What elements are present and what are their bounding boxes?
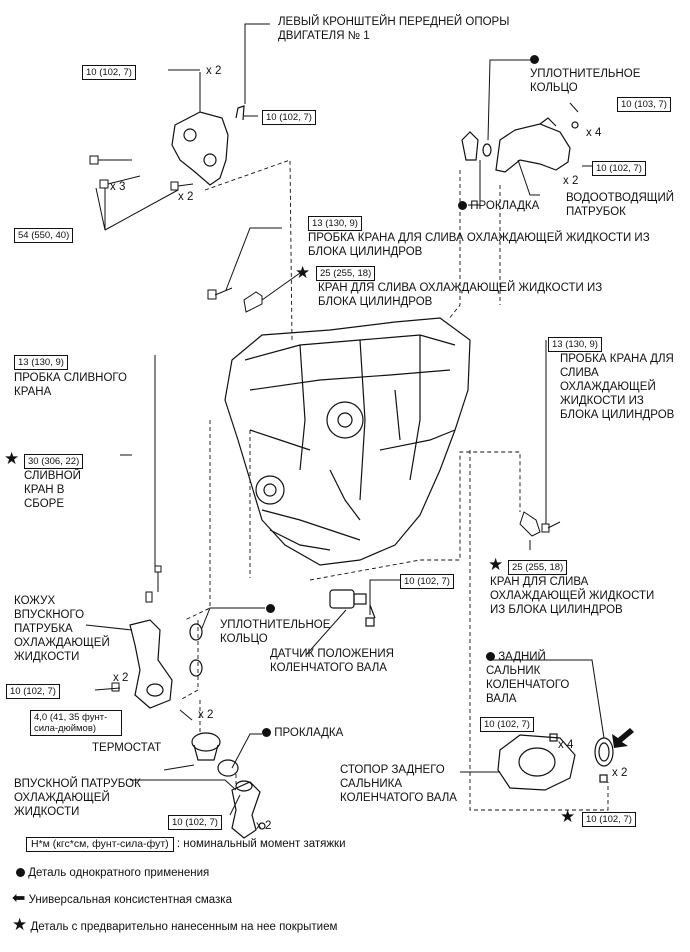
label-water-outlet: ВОДООТВОДЯЩИЙ ПАТРУБОК bbox=[566, 192, 675, 218]
mount-bracket-drawing bbox=[171, 105, 245, 186]
label-oring-top: УПЛОТНИТЕЛЬНОЕ КОЛЬЦО bbox=[530, 53, 650, 95]
label-gasket-top: ПРОКЛАДКА bbox=[458, 199, 539, 213]
precoated-star-icon: ★ bbox=[12, 915, 28, 934]
torque-retainer-2: 10 (102, 7) bbox=[582, 812, 636, 827]
inlet-housing-drawing bbox=[129, 619, 203, 709]
non-reusable-dot-icon bbox=[458, 201, 467, 211]
torque-plug-top: 13 (130, 9) bbox=[308, 216, 362, 231]
label-drain-cock-top: КРАН ДЛЯ СЛИВА ОХЛАЖДАЮЩЕЙ ЖИДКОСТИ ИЗ Б… bbox=[318, 282, 603, 308]
label-thermostat: ТЕРМОСТАТ bbox=[92, 742, 162, 754]
legend-torque-key: Н*м (кгс*см, фунт-сила-фут) bbox=[26, 837, 174, 852]
label-rear-seal: ЗАДНИЙ САЛЬНИК КОЛЕНЧАТОГО ВАЛА bbox=[486, 651, 570, 705]
engine-block bbox=[224, 317, 471, 566]
mult-outlet-x2: x 2 bbox=[563, 175, 579, 187]
label-drain-cock-assy: СЛИВНОЙ КРАН В СБОРЕ bbox=[24, 470, 81, 510]
water-outlet-drawing bbox=[461, 117, 579, 173]
torque-retainer: 10 (102, 7) bbox=[480, 717, 534, 732]
mult-retainer-x2: x 2 bbox=[612, 767, 628, 779]
torque-cock-right: 25 (255, 18) bbox=[508, 560, 568, 575]
precoated-star-top: ★ bbox=[295, 263, 311, 282]
mult-retainer-x4: x 4 bbox=[558, 739, 574, 751]
label-drain-cock-right: КРАН ДЛЯ СЛИВА ОХЛАЖДАЮЩЕЙ ЖИДКОСТИ ИЗ Б… bbox=[490, 576, 655, 616]
mult-outlet-x4: x 4 bbox=[586, 127, 602, 139]
torque-bracket-2: 10 (102, 7) bbox=[262, 110, 316, 125]
legend-non-reusable: Деталь однократного применения bbox=[16, 866, 209, 880]
torque-outlet-103: 10 (103, 7) bbox=[617, 97, 671, 112]
non-reusable-dot-icon bbox=[266, 604, 275, 614]
label-inlet: ВПУСКНОЙ ПАТРУБОК ОХЛАЖДАЮЩЕЙ ЖИДКОСТИ bbox=[14, 778, 141, 818]
label-drain-plug-top: ПРОБКА КРАНА ДЛЯ СЛИВА ОХЛАЖДАЮЩЕЙ ЖИДКО… bbox=[308, 232, 650, 258]
torque-cock-assy: 30 (306, 22) bbox=[24, 454, 84, 469]
grease-arrow-icon bbox=[612, 728, 634, 748]
non-reusable-dot-icon bbox=[486, 652, 495, 662]
mult-inlet-x2: x 2 bbox=[256, 820, 272, 832]
legend-torque: Н*м (кгс*см, фунт-сила-фут) : номинальны… bbox=[26, 837, 346, 852]
mult-bracket-x2: x 2 bbox=[178, 191, 194, 203]
torque-plug-left: 13 (130, 9) bbox=[14, 355, 68, 370]
label-drain-plug-right: ПРОБКА КРАНА ДЛЯ СЛИВА ОХЛАЖДАЮЩЕЙ ЖИДКО… bbox=[560, 353, 675, 421]
mult-bracket-x3: x 3 bbox=[110, 181, 126, 193]
oring-mid-dot bbox=[266, 602, 275, 616]
label-crank-sensor: ДАТЧИК ПОЛОЖЕНИЯ КОЛЕНЧАТОГО ВАЛА bbox=[270, 648, 394, 674]
torque-cock-top: 25 (255, 18) bbox=[316, 266, 376, 281]
torque-plug-right: 13 (130, 9) bbox=[548, 337, 602, 352]
precoated-star-retainer: ★ bbox=[560, 807, 576, 826]
inlet-drawing bbox=[231, 780, 266, 839]
torque-housing: 10 (102, 7) bbox=[6, 684, 60, 699]
torque-stud: 4,0 (41, 35 фунт-сила-дюймов) bbox=[30, 710, 122, 736]
non-reusable-dot-icon bbox=[262, 728, 271, 738]
grease-arrow-icon: ⬅ bbox=[12, 890, 26, 907]
torque-bracket-54: 54 (550, 40) bbox=[14, 228, 74, 243]
non-reusable-dot-icon bbox=[16, 868, 25, 878]
crank-sensor-drawing bbox=[329, 589, 376, 627]
mult-stud-x2: x 2 bbox=[198, 709, 214, 721]
mult-bracket-1: x 2 bbox=[206, 65, 222, 77]
label-retainer: СТОПОР ЗАДНЕГО САЛЬНИКА КОЛЕНЧАТОГО ВАЛА bbox=[340, 764, 457, 804]
label-oring-mid: УПЛОТНИТЕЛЬНОЕ КОЛЬЦО bbox=[220, 619, 331, 645]
torque-bracket-1: 10 (102, 7) bbox=[82, 65, 136, 80]
label-bracket: ЛЕВЫЙ КРОНШТЕЙН ПЕРЕДНЕЙ ОПОРЫ ДВИГАТЕЛЯ… bbox=[278, 16, 510, 42]
torque-sensor: 10 (102, 7) bbox=[400, 574, 454, 589]
label-drain-plug-left: ПРОБКА СЛИВНОГО КРАНА bbox=[14, 372, 127, 398]
legend-grease: ⬅ Универсальная консистентная смазка bbox=[12, 890, 232, 907]
thermostat-drawing bbox=[191, 732, 239, 777]
precoated-star-left: ★ bbox=[4, 449, 20, 468]
torque-inlet: 10 (102, 7) bbox=[168, 815, 222, 830]
precoated-star-right: ★ bbox=[488, 555, 504, 574]
legend-torque-desc: : номинальный момент затяжки bbox=[176, 838, 346, 850]
non-reusable-dot-icon bbox=[530, 55, 539, 65]
label-inlet-housing: КОЖУХ ВПУСКНОГО ПАТРУБКА ОХЛАЖДАЮЩЕЙ ЖИД… bbox=[14, 595, 110, 663]
legend-precoated: ★ Деталь с предварительно нанесенным на … bbox=[12, 915, 338, 934]
mult-housing-x2: x 2 bbox=[113, 672, 129, 684]
torque-outlet-102: 10 (102, 7) bbox=[592, 161, 646, 176]
label-gasket-mid: ПРОКЛАДКА bbox=[262, 726, 343, 740]
